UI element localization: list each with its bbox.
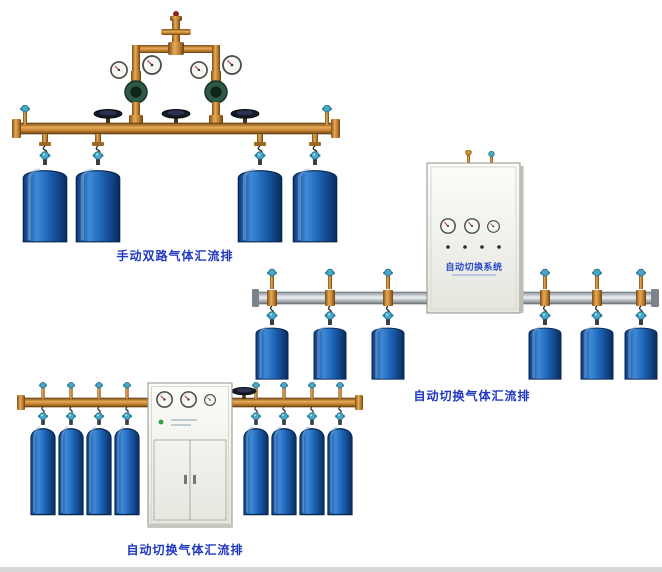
control-cabinet xyxy=(426,149,524,314)
cabinet-label: 自动切换系统 xyxy=(445,262,503,272)
gas-cylinder xyxy=(114,425,140,516)
door-handle xyxy=(184,475,187,484)
product-figure-manual-dual-manifold[interactable] xyxy=(5,5,345,250)
pressure-gauge-icon xyxy=(110,61,128,79)
door-handle xyxy=(193,475,196,484)
gas-cylinder xyxy=(86,425,112,516)
cylinder-valve-icon xyxy=(278,412,290,425)
cylinder-valve-icon xyxy=(635,311,647,325)
cabinet-sublabel-line xyxy=(452,274,496,276)
cylinder-valve-icon xyxy=(92,151,104,165)
cylinder-valve-icon xyxy=(266,311,278,325)
auto-switch-floor-illustration xyxy=(17,382,363,528)
pressure-gauge-icon xyxy=(204,394,216,406)
gas-cylinder xyxy=(313,326,347,380)
pressure-gauge-icon xyxy=(222,55,242,75)
cylinder-valve-icon xyxy=(334,412,346,425)
cylinder-valve-icon xyxy=(93,412,105,425)
manifold-pipe xyxy=(12,119,340,138)
bottom-divider xyxy=(0,567,662,572)
product-caption: 手动双路气体汇流排 xyxy=(116,249,234,263)
gas-cylinder xyxy=(528,326,562,380)
gas-cylinder xyxy=(30,425,56,516)
cylinder-valve-icon xyxy=(591,311,603,325)
gas-cylinders xyxy=(255,311,658,380)
gas-cylinder xyxy=(75,168,121,243)
gas-cylinder xyxy=(271,425,297,516)
gas-cylinder xyxy=(243,425,269,516)
auto-switch-wall-illustration xyxy=(252,149,659,380)
cylinder-valve-icon xyxy=(39,151,51,165)
cylinder-valve-icon xyxy=(65,412,77,425)
indicator-light xyxy=(158,419,164,425)
pipe-tees xyxy=(267,290,646,306)
cylinder-valve-icon xyxy=(121,412,133,425)
pressure-gauge-icon xyxy=(440,218,456,234)
inlet-top-assembly xyxy=(132,11,220,75)
pressure-gauge-icon xyxy=(487,220,500,233)
end-valve-icon xyxy=(19,105,31,125)
pressure-gauge-icon xyxy=(156,391,173,408)
control-cabinet xyxy=(147,382,233,528)
gas-cylinder xyxy=(327,425,353,516)
pressure-gauge-icon xyxy=(190,61,208,79)
cylinder-valve-icon xyxy=(37,412,49,425)
product-caption: 自动切换气体汇流排 xyxy=(413,389,531,403)
pressure-gauge-icon xyxy=(142,55,162,75)
valve-handwheel-icon xyxy=(161,109,191,123)
pressure-regulator-left xyxy=(110,55,162,125)
pressure-gauge-icon xyxy=(180,391,197,408)
pressure-gauge-icon xyxy=(464,218,480,234)
cylinder-valve-icon xyxy=(306,412,318,425)
product-figure-auto-switch-wall[interactable] xyxy=(252,149,662,390)
valve-handwheel-icon xyxy=(230,109,260,123)
end-valve-icon xyxy=(321,105,333,125)
gas-cylinder xyxy=(580,326,614,380)
cylinder-valve-icon xyxy=(324,311,336,325)
cylinder-valve-icon xyxy=(382,311,394,325)
gas-cylinder xyxy=(58,425,84,516)
gas-cylinder xyxy=(371,326,405,380)
valve-handwheel-icon xyxy=(93,109,123,123)
pressure-regulator-right xyxy=(190,55,242,125)
cylinder-valve-icon xyxy=(539,311,551,325)
gas-cylinder xyxy=(299,425,325,516)
gas-cylinder xyxy=(255,326,289,380)
valve-handwheel-icon xyxy=(231,387,257,399)
product-caption: 自动切换气体汇流排 xyxy=(126,543,244,557)
gas-cylinder xyxy=(22,168,68,243)
gas-cylinder xyxy=(624,326,658,380)
product-figure-auto-switch-floor[interactable] xyxy=(15,378,365,538)
cylinder-valve-icon xyxy=(250,412,262,425)
manual-dual-manifold-illustration xyxy=(12,11,340,243)
